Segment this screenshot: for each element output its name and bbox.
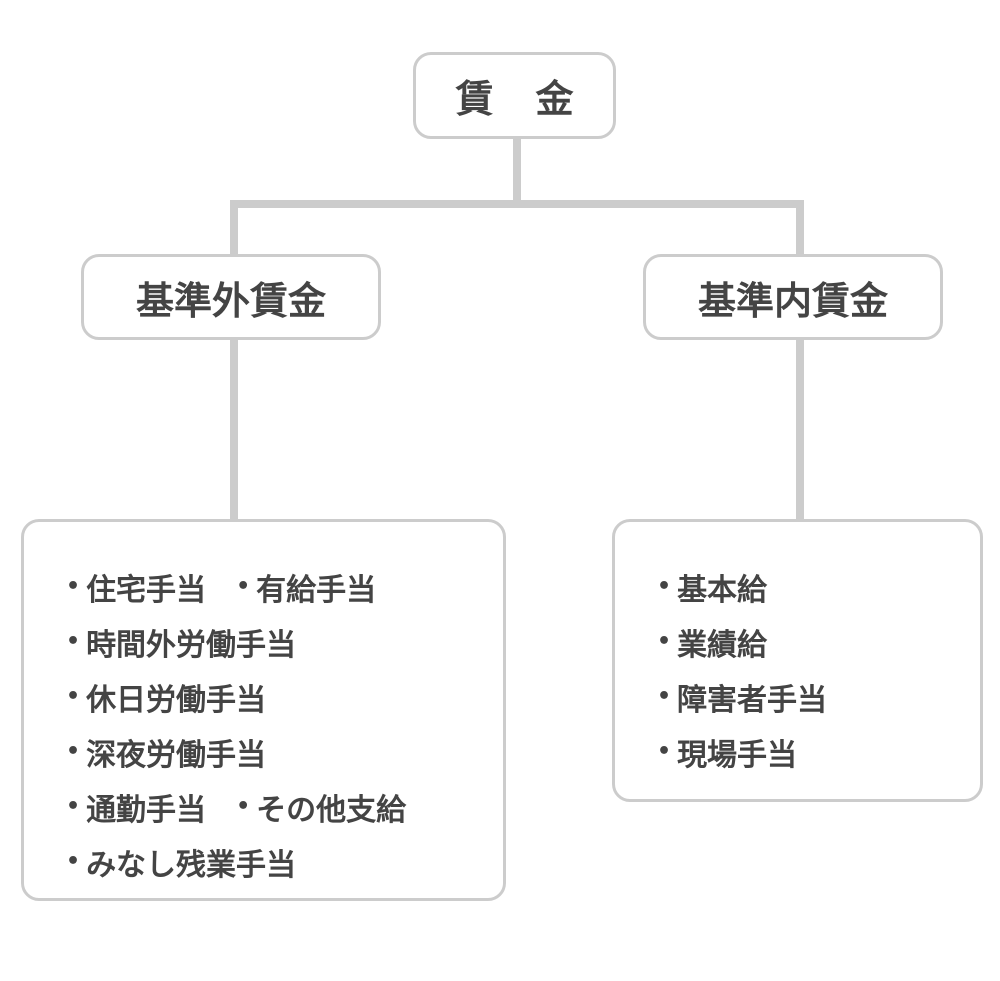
category-node-standard-wage: 基準内賃金 bbox=[643, 254, 943, 340]
list-item-label: 通勤手当 bbox=[86, 792, 207, 828]
bullet-icon: • bbox=[66, 849, 81, 874]
list-item-label: その他支給 bbox=[256, 792, 407, 828]
list-item-label: 住宅手当 bbox=[86, 572, 207, 608]
list-item-label: 現場手当 bbox=[677, 737, 798, 773]
list-item-label: 有給手当 bbox=[256, 572, 377, 608]
list-row: •障害者手当 bbox=[657, 669, 980, 724]
bullet-icon: • bbox=[66, 684, 81, 709]
list-row: •みなし残業手当 bbox=[66, 834, 503, 889]
list-row: •住宅手当 •有給手当 bbox=[66, 559, 503, 614]
list-item: •有給手当 bbox=[236, 565, 376, 609]
list-item-label: 基本給 bbox=[677, 572, 768, 608]
category-node-non-standard-wage: 基準外賃金 bbox=[81, 254, 381, 340]
list-item: •業績給 bbox=[657, 620, 767, 664]
bullet-icon: • bbox=[657, 574, 672, 599]
list-row: •深夜労働手当 bbox=[66, 724, 503, 779]
list-item-label: 障害者手当 bbox=[677, 682, 828, 718]
bullet-icon: • bbox=[66, 629, 81, 654]
root-node: 賃金 bbox=[413, 52, 616, 139]
list-item-label: 時間外労働手当 bbox=[86, 627, 297, 663]
list-item: •深夜労働手当 bbox=[66, 730, 266, 774]
non-standard-wage-list: •住宅手当 •有給手当 •時間外労働手当 •休日労働手当 •深夜労働手当 •通勤… bbox=[21, 519, 506, 901]
category-label: 基準外賃金 bbox=[135, 278, 326, 323]
bullet-icon: • bbox=[657, 684, 672, 709]
list-row: •現場手当 bbox=[657, 724, 980, 779]
category-label: 基準内賃金 bbox=[697, 278, 888, 323]
list-row: •時間外労働手当 bbox=[66, 614, 503, 669]
list-item: •休日労働手当 bbox=[66, 675, 266, 719]
list-item: •障害者手当 bbox=[657, 675, 827, 719]
list-item: •時間外労働手当 bbox=[66, 620, 296, 664]
standard-wage-list: •基本給 •業績給 •障害者手当 •現場手当 bbox=[612, 519, 983, 802]
list-row: •基本給 bbox=[657, 559, 980, 614]
list-item: •現場手当 bbox=[657, 730, 797, 774]
list-item: •通勤手当 bbox=[66, 785, 206, 829]
bullet-icon: • bbox=[657, 629, 672, 654]
bullet-icon: • bbox=[236, 574, 251, 599]
list-row: •休日労働手当 bbox=[66, 669, 503, 724]
list-row: •通勤手当 •その他支給 bbox=[66, 779, 503, 834]
bullet-icon: • bbox=[66, 574, 81, 599]
list-row: •業績給 bbox=[657, 614, 980, 669]
list-item-label: 深夜労働手当 bbox=[86, 737, 267, 773]
bullet-icon: • bbox=[657, 739, 672, 764]
list-item: •住宅手当 bbox=[66, 565, 206, 609]
bullet-icon: • bbox=[66, 794, 81, 819]
list-item-label: みなし残業手当 bbox=[86, 847, 297, 883]
bullet-icon: • bbox=[236, 794, 251, 819]
list-item: •みなし残業手当 bbox=[66, 840, 296, 884]
list-item: •その他支給 bbox=[236, 785, 406, 829]
list-item-label: 休日労働手当 bbox=[86, 682, 267, 718]
list-item: •基本給 bbox=[657, 565, 767, 609]
list-item-label: 業績給 bbox=[677, 627, 768, 663]
root-label: 賃金 bbox=[455, 77, 616, 121]
bullet-icon: • bbox=[66, 739, 81, 764]
